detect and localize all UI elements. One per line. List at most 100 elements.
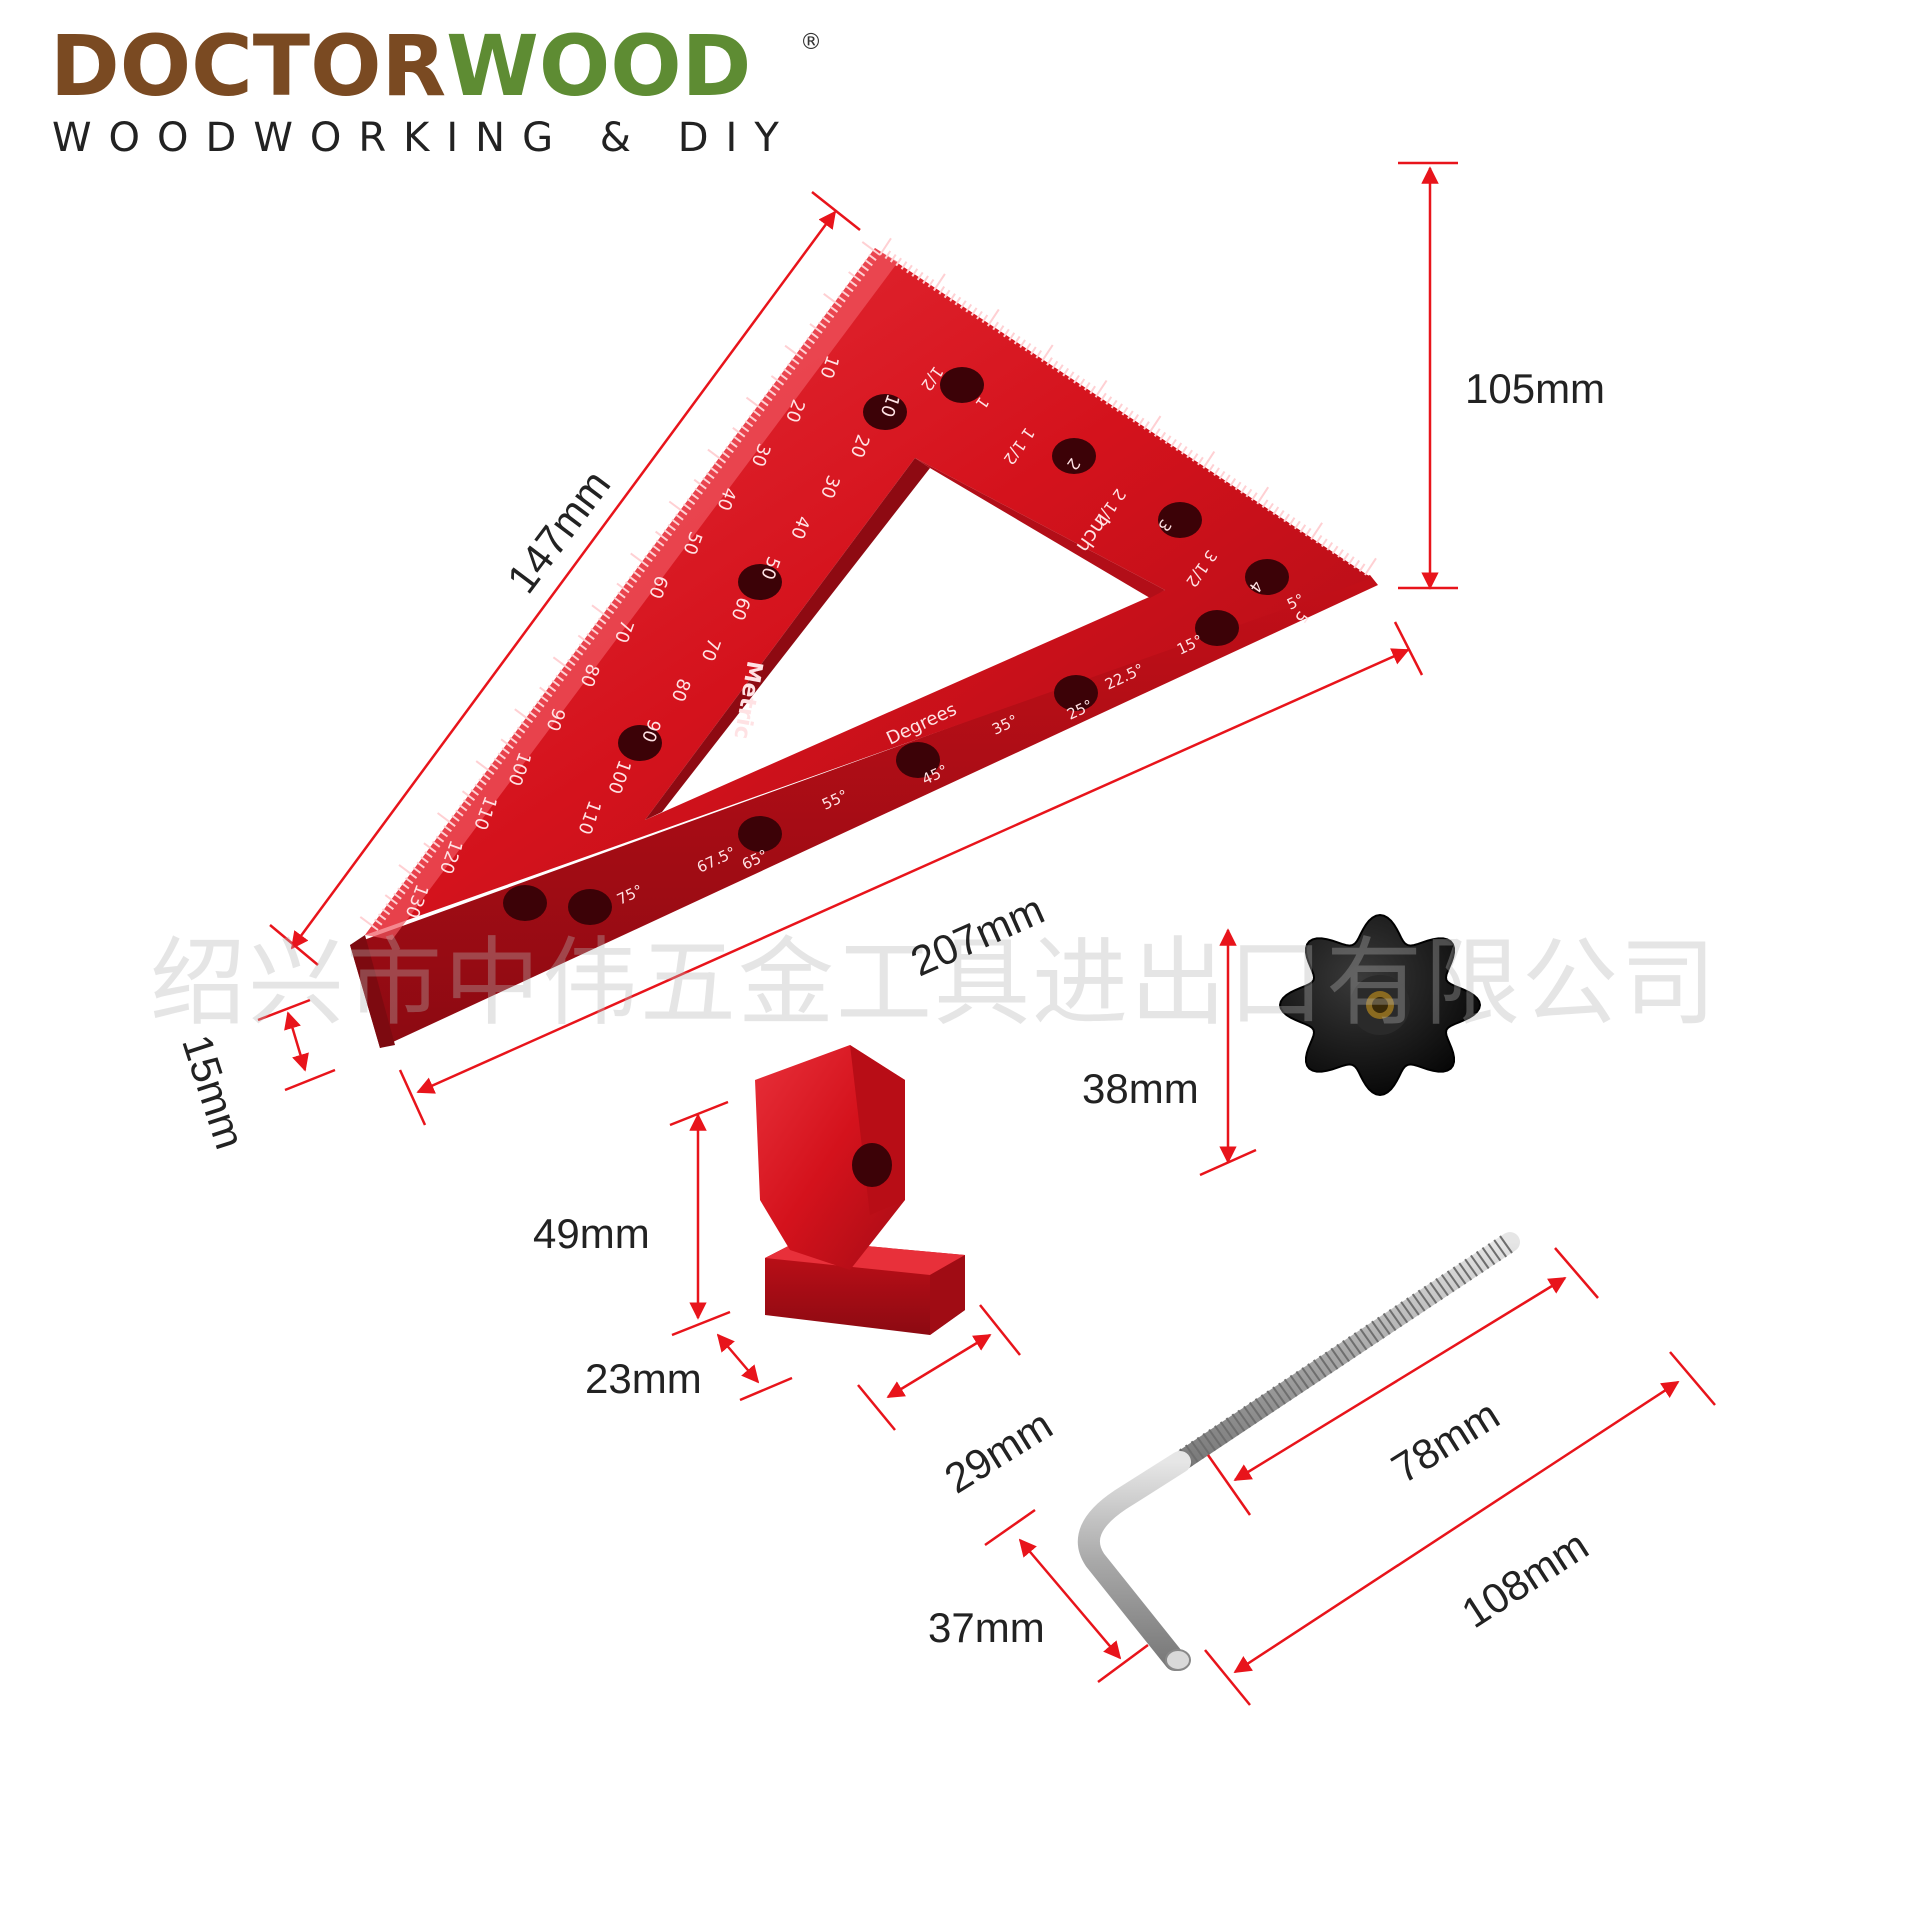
ruler-tick: [860, 264, 870, 272]
ruler-tick: [954, 296, 962, 306]
bolt-thread-line: [1190, 1440, 1205, 1459]
square-edge-corner: [350, 935, 395, 1048]
bolt-thread-line: [1184, 1444, 1199, 1463]
label-105: 105mm: [1465, 365, 1606, 412]
label-38: 38mm: [1082, 1065, 1199, 1112]
bolt-end: [1165, 1649, 1191, 1671]
ruler-tick: [1358, 563, 1366, 572]
ruler-tick: [1132, 414, 1140, 423]
ruler-tick: [1207, 463, 1215, 473]
ruler-tick: [884, 250, 892, 260]
bolt-thread-line: [1219, 1421, 1234, 1440]
ruler-tick: [868, 254, 877, 262]
bolt-thread-line: [1208, 1429, 1222, 1448]
bracket-base-side: [930, 1255, 965, 1335]
dim-line-23: [716, 1333, 760, 1384]
stop-bracket: [755, 1045, 965, 1335]
dim-line-108: [1233, 1380, 1680, 1674]
ruler-tick: [1277, 510, 1285, 519]
hole: [1158, 502, 1202, 538]
dim-line-147: [290, 210, 837, 950]
ruler-tick: [1116, 403, 1123, 412]
dim-tick: [1097, 1643, 1149, 1684]
hole: [568, 889, 612, 925]
bracket-hole: [852, 1143, 892, 1187]
dim-tick: [811, 191, 861, 231]
hole: [1195, 610, 1239, 646]
ruler-tick: [1294, 520, 1301, 530]
ruler-tick: [1127, 410, 1134, 420]
ruler-tick: [992, 321, 999, 331]
ruler-tick: [1224, 474, 1231, 484]
ruler-tick: [1046, 357, 1053, 366]
ruler-tick: [922, 275, 929, 284]
ruler-tick: [1035, 350, 1043, 359]
bolt-thread-line: [1475, 1250, 1490, 1270]
ruler-tick: [1153, 428, 1161, 437]
dim-tick: [398, 1069, 427, 1126]
ruler-tick: [861, 241, 881, 256]
dim-tick: [1206, 1454, 1252, 1516]
ruler-tick: [1056, 364, 1064, 373]
slot-bevel-top: [915, 458, 1165, 598]
bolt-thread-line: [1493, 1239, 1508, 1258]
dim-line-37: [1018, 1538, 1122, 1660]
ruler-tick: [970, 307, 978, 316]
dim-tick: [1554, 1247, 1599, 1299]
dim-tick: [1669, 1351, 1716, 1406]
ruler-tick: [1321, 538, 1328, 548]
ruler-tick: [959, 300, 967, 309]
ruler-tick: [1261, 499, 1269, 508]
hole: [863, 394, 907, 430]
ruler-tick: [1019, 339, 1026, 348]
ruler-tick: [1143, 421, 1150, 430]
bolt-thread-line: [1464, 1258, 1478, 1277]
ruler-tick: [1288, 517, 1296, 526]
ruler-tick: [1083, 382, 1091, 391]
ruler-tick: [965, 303, 973, 313]
ruler-tick: [1197, 456, 1204, 466]
ruler-tick: [1250, 492, 1258, 501]
ruler-tick: [981, 314, 989, 324]
hole: [503, 885, 547, 921]
dim-tick: [257, 998, 311, 1022]
dim-tick: [857, 1384, 896, 1431]
ruler-tick: [1067, 371, 1075, 380]
ruler-tick: [911, 268, 919, 277]
ruler-tick: [1159, 431, 1167, 441]
dim-line-29: [886, 1333, 992, 1399]
ruler-tick: [1175, 442, 1183, 452]
label-23: 23mm: [585, 1355, 702, 1402]
ruler-tick: [1337, 549, 1344, 558]
ruler-tick: [1013, 335, 1021, 345]
ruler-tick: [1256, 486, 1270, 505]
dim-tick: [671, 1310, 731, 1337]
dim-tick: [1393, 621, 1424, 676]
ruler-tick: [1304, 527, 1312, 537]
bolt-thread-line: [1499, 1235, 1513, 1254]
brand-tagline: WOODWORKING & DIY: [52, 115, 796, 161]
ruler-tick: [1164, 435, 1172, 444]
ruler-tick: [1310, 522, 1323, 540]
dim-tick: [1199, 1148, 1257, 1177]
ruler-tick: [1202, 451, 1216, 469]
ruler-tick: [1110, 399, 1118, 409]
bolt-thread-line: [1487, 1243, 1502, 1262]
ruler-tick: [895, 257, 902, 267]
ruler-tick: [1331, 545, 1339, 555]
dim-line-207: [416, 648, 1410, 1094]
ruler-tick: [1186, 449, 1193, 459]
brand-name-part2: WOOD: [446, 17, 752, 115]
ruler-tick: [1121, 406, 1129, 416]
ruler-tick: [1299, 524, 1307, 533]
ruler-tick: [1030, 346, 1037, 356]
hole: [1245, 559, 1289, 595]
ruler-tick: [938, 286, 946, 295]
ruler-tick: [1234, 481, 1242, 491]
dim-tick: [669, 1100, 729, 1127]
ruler-tick: [1283, 513, 1290, 523]
ruler-tick: [1180, 446, 1188, 455]
ruler-tick: [1315, 534, 1323, 544]
ruler-tick: [986, 308, 1000, 327]
ruler-tick: [1089, 385, 1096, 395]
